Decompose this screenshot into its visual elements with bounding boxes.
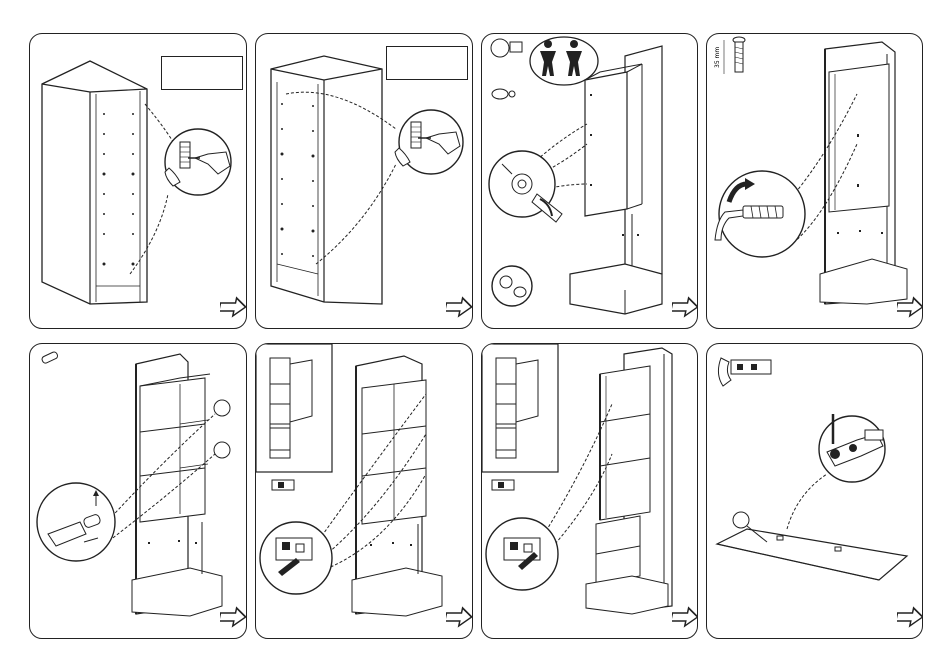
instruction-panel-1: [29, 33, 247, 329]
panel-3-illustration: [482, 34, 697, 328]
next-arrow-icon[interactable]: [446, 606, 473, 628]
shelf-pin-icon: [41, 351, 58, 364]
two-person-icon: [530, 37, 598, 85]
next-arrow-icon[interactable]: [220, 606, 247, 628]
screw-size-label: 35 mm: [714, 47, 721, 68]
panel-8-illustration: [707, 344, 922, 638]
next-arrow-icon[interactable]: [897, 296, 923, 318]
instruction-panel-7: [481, 343, 698, 639]
panel-5-illustration: [30, 344, 246, 638]
next-arrow-icon[interactable]: [897, 606, 923, 628]
next-arrow-icon[interactable]: [672, 296, 698, 318]
hinge-plate-icon: [272, 480, 294, 490]
part-label-box: [386, 46, 468, 80]
instruction-panel-5: [29, 343, 247, 639]
screw-icon: [724, 37, 745, 74]
hinge-icon: [718, 358, 771, 386]
instruction-panel-4: 35 mm: [706, 33, 923, 329]
instruction-panel-3: [481, 33, 698, 329]
next-arrow-icon[interactable]: [672, 606, 698, 628]
instruction-panel-2: [255, 33, 473, 329]
next-arrow-icon[interactable]: [446, 296, 473, 318]
instruction-panel-8: [706, 343, 923, 639]
hinge-plate-icon: [492, 480, 514, 490]
panel-7-illustration: [482, 344, 697, 638]
next-arrow-icon[interactable]: [220, 296, 247, 318]
instruction-panel-6: [255, 343, 473, 639]
part-label-box: [161, 56, 243, 90]
panel-4-illustration: 35 mm: [707, 34, 922, 328]
panel-6-illustration: [256, 344, 472, 638]
